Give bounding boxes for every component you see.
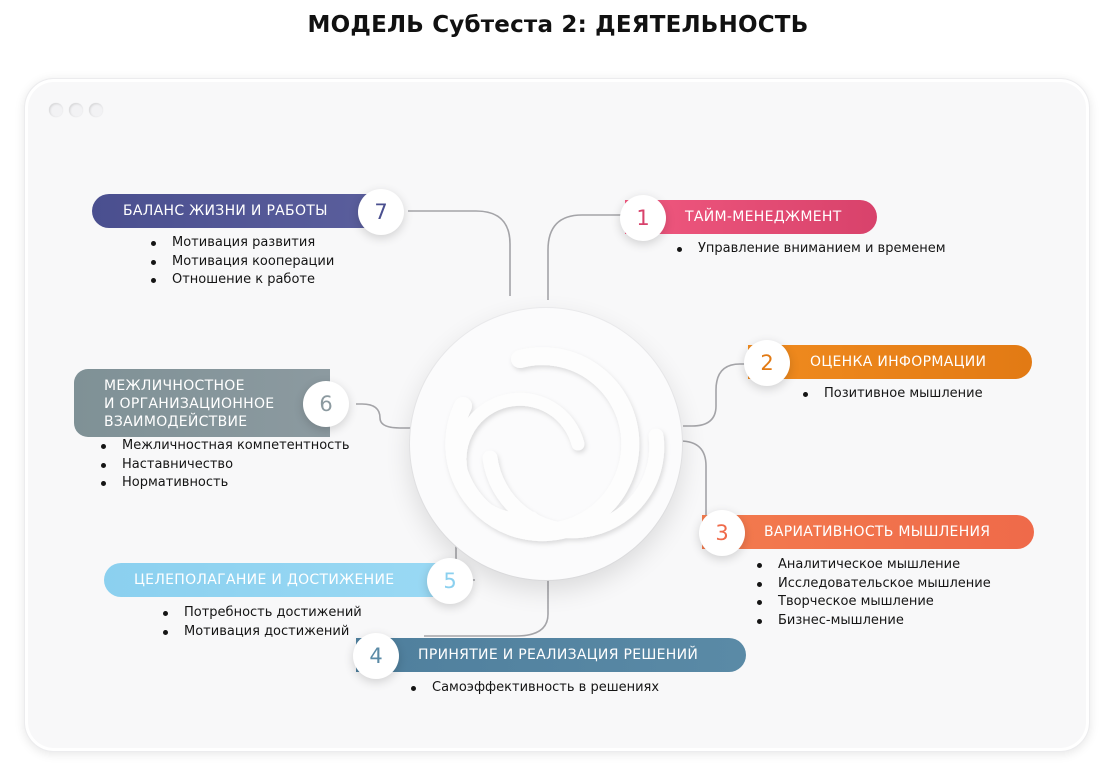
module-3-item: Творческое мышление (754, 593, 991, 612)
module-4-label: ПРИНЯТИЕ И РЕАЛИЗАЦИЯ РЕШЕНИЙ (356, 638, 746, 672)
module-3-number: 3 (699, 510, 745, 556)
module-4-list: Самоэффективность в решениях (408, 679, 659, 698)
module-5-label: ЦЕЛЕПОЛАГАНИЕ И ДОСТИЖЕНИЕ (104, 563, 454, 597)
module-7-number: 7 (358, 189, 404, 235)
module-1-item: Управление вниманием и временем (674, 240, 946, 259)
module-7-item: Мотивация кооперации (148, 253, 334, 272)
module-3-item: Бизнес-мышление (754, 612, 991, 631)
module-3-label: ВАРИАТИВНОСТЬ МЫШЛЕНИЯ (702, 515, 1034, 549)
module-2-number: 2 (744, 340, 790, 386)
module-1-label: ТАЙМ-МЕНЕДЖМЕНТ (625, 200, 877, 234)
connector-2 (683, 363, 748, 427)
module-6-item: Наставничество (98, 456, 350, 475)
module-4-number: 4 (353, 633, 399, 679)
module-1-list: Управление вниманием и временем (674, 240, 946, 259)
window-dot-1 (49, 103, 63, 117)
module-6-number: 6 (303, 381, 349, 427)
module-7-item: Отношение к работе (148, 271, 334, 290)
diagram-title: МОДЕЛЬ Субтеста 2: ДЕЯТЕЛЬНОСТЬ (307, 12, 809, 38)
module-6-item: Межличностная компетентность (98, 437, 350, 456)
module-1-number: 1 (620, 195, 666, 241)
connector-7 (408, 210, 511, 296)
module-2-label: ОЦЕНКА ИНФОРМАЦИИ (748, 345, 1032, 379)
center-circle (410, 308, 682, 580)
module-2-list: Позитивное мышление (800, 385, 983, 404)
window-dot-3 (89, 103, 103, 117)
module-3-item: Аналитическое мышление (754, 556, 991, 575)
spiral-ring-icon (445, 347, 665, 542)
window-dot-2 (69, 103, 83, 117)
module-6-label-line-1: МЕЖЛИЧНОСТНОЕ (104, 378, 245, 394)
module-6-label: МЕЖЛИЧНОСТНОЕ И ОРГАНИЗАЦИОННОЕ ВЗАИМОДЕ… (74, 369, 330, 437)
module-5-item: Мотивация достижений (160, 623, 362, 642)
module-6-item: Нормативность (98, 474, 350, 493)
module-3-item: Исследовательское мышление (754, 575, 991, 594)
connector-1 (547, 214, 625, 300)
module-6-label-line-3: ВЗАИМОДЕЙСТВИЕ (104, 414, 248, 430)
connector-4 (424, 566, 549, 637)
module-5-item: Потребность достижений (160, 604, 362, 623)
module-4-item: Самоэффективность в решениях (408, 679, 659, 698)
module-7-item: Мотивация развития (148, 234, 334, 253)
connector-6 (356, 403, 414, 429)
module-6-label-line-2: И ОРГАНИЗАЦИОННОЕ (104, 396, 275, 412)
module-7-label: БАЛАНС ЖИЗНИ И РАБОТЫ (92, 194, 388, 228)
module-5-number: 5 (427, 558, 473, 604)
module-2-item: Позитивное мышление (800, 385, 983, 404)
